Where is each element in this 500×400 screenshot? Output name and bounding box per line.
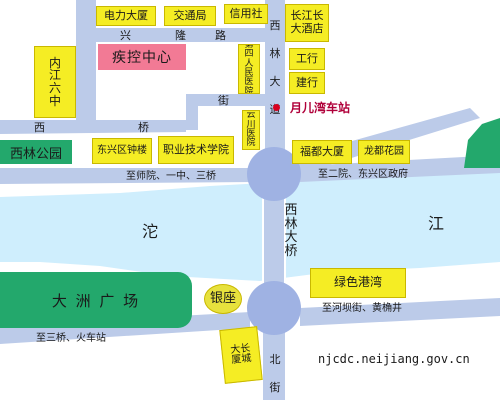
station-name: 月儿湾车站 bbox=[290, 101, 351, 115]
station-marker-icon[interactable] bbox=[273, 104, 280, 111]
road-label-xing: 兴 bbox=[120, 29, 131, 42]
road-north-street bbox=[263, 320, 285, 400]
road-label-qiao: 桥 bbox=[138, 121, 149, 134]
road-xinglong bbox=[76, 28, 268, 42]
longdu-garden[interactable]: 龙都花园 bbox=[358, 140, 410, 164]
road-jie bbox=[190, 94, 270, 106]
jianhang-bank[interactable]: 建行 bbox=[289, 72, 325, 94]
tuo-river bbox=[0, 168, 500, 281]
direction-shifan: 至师院、一中、三桥 bbox=[126, 171, 216, 182]
roundabout-lower bbox=[247, 281, 301, 335]
direction-hebatun: 至河坝街、黄桷井 bbox=[322, 303, 402, 314]
road-xiqiao bbox=[0, 120, 186, 134]
road-xilin-avenue bbox=[265, 0, 285, 160]
dazhou-square: 大 洲 广 场 bbox=[0, 272, 192, 328]
direction-sanqiao: 至三桥、火车站 bbox=[36, 333, 106, 344]
jiaotong-building[interactable]: 交通局 bbox=[164, 6, 216, 26]
station-label-box[interactable]: 月儿湾车站 bbox=[288, 97, 368, 134]
disi-hospital[interactable]: 第四人民医院 bbox=[238, 44, 260, 94]
road-jie-connector bbox=[186, 94, 198, 130]
direction-eryuan: 至二院、东兴区政府 bbox=[318, 169, 408, 180]
changjiang-hotel[interactable]: 长江长大酒店 bbox=[285, 4, 329, 42]
road-west-vertical bbox=[76, 0, 96, 120]
road-to-shiyuan bbox=[0, 168, 260, 184]
source-url: njcdc.neijiang.gov.cn bbox=[318, 352, 470, 366]
yinzuo-building[interactable]: 银座 bbox=[204, 284, 242, 314]
road-label-north-street: 北街 bbox=[269, 353, 281, 394]
road-to-eryuan bbox=[300, 155, 500, 182]
luse-harbour[interactable]: 绿色港湾 bbox=[310, 268, 406, 298]
river-label-tuo: 沱 bbox=[142, 222, 159, 241]
zhiye-college[interactable]: 职业技术学院 bbox=[158, 136, 234, 164]
road-label-jie: 街 bbox=[218, 94, 229, 107]
yunchuan-hospital[interactable]: 云川医院 bbox=[242, 110, 260, 150]
xilin-park: 西林公园 bbox=[0, 140, 72, 164]
fudu-building[interactable]: 福都大厦 bbox=[292, 140, 352, 164]
road-label-xilin-bridge: 西林大桥 bbox=[284, 203, 298, 259]
dachang-building[interactable]: 大长厦城 bbox=[219, 326, 263, 384]
dianli-building[interactable]: 电力大厦 bbox=[96, 6, 156, 26]
zhonglou[interactable]: 东兴区钟楼 bbox=[92, 138, 152, 164]
road-label-long: 隆 bbox=[175, 29, 186, 42]
gonghang-bank[interactable]: 工行 bbox=[289, 48, 325, 70]
road-label-lu: 路 bbox=[215, 29, 226, 42]
river-label-jiang: 江 bbox=[428, 214, 445, 233]
road-label-xi: 西 bbox=[34, 121, 45, 134]
roundabout-upper bbox=[247, 147, 301, 201]
neijiang6-school[interactable]: 内江六中 bbox=[34, 46, 76, 118]
road-label-xilin-avenue: 西林大道 bbox=[269, 19, 281, 116]
road-to-hebatun bbox=[300, 298, 500, 326]
cdc-building[interactable]: 疾控中心 bbox=[98, 44, 186, 70]
xinyong-building[interactable]: 信用社 bbox=[224, 4, 268, 24]
